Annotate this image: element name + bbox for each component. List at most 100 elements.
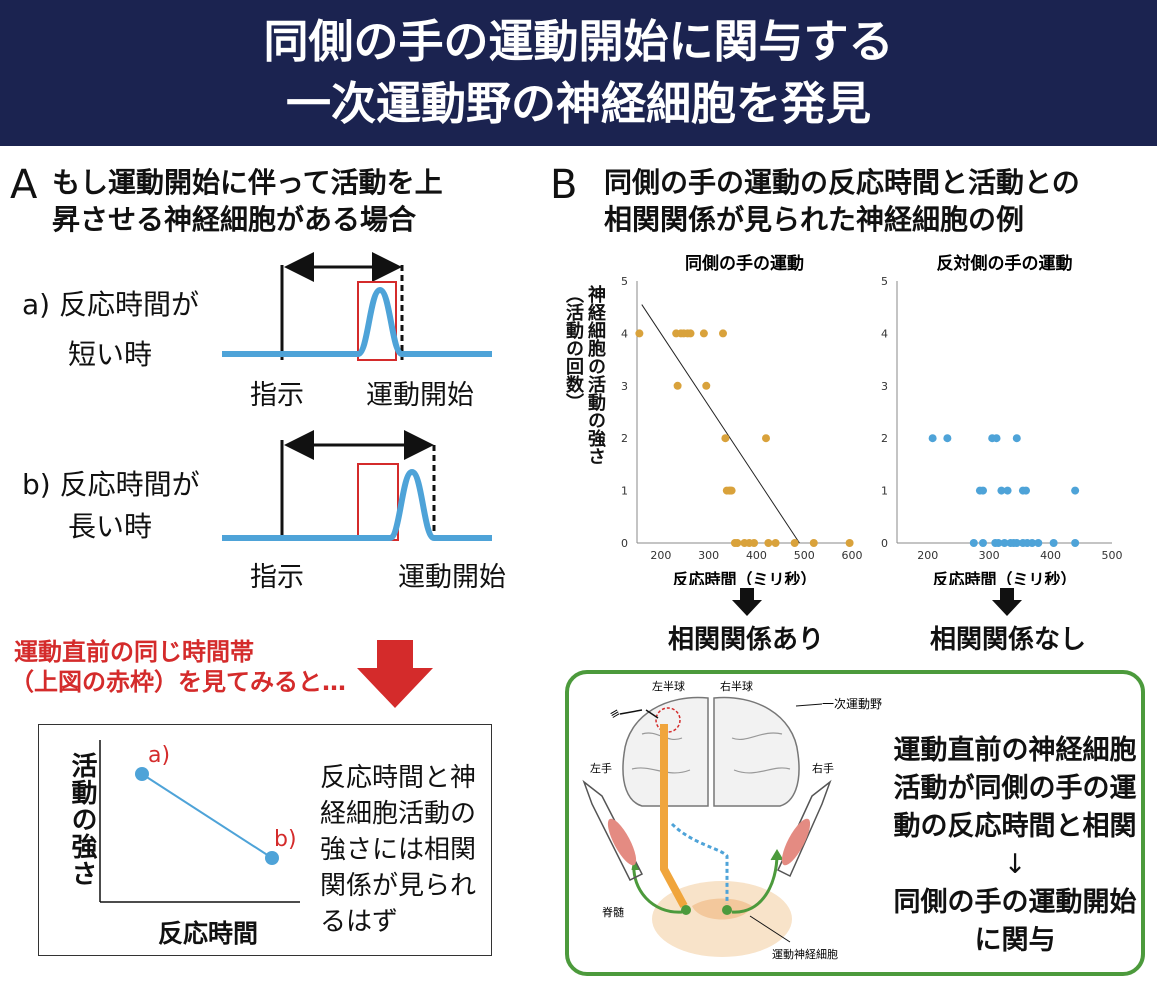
panel-b-heading-line-2: 相関関係が見られた神経細胞の例 bbox=[604, 203, 1025, 236]
stimulus-pointer bbox=[619, 709, 643, 715]
mechanism-conclusion-line: 活動が同側の手の運 bbox=[893, 773, 1137, 804]
activity-trace-a bbox=[222, 286, 492, 357]
right-arm bbox=[777, 779, 832, 878]
title-line-2: 一次運動野の神経細胞を発見 bbox=[285, 77, 871, 130]
data-point bbox=[992, 434, 1001, 443]
data-point bbox=[750, 539, 759, 547]
data-point bbox=[764, 539, 773, 547]
scatter-xlabel: 反応時間（ミリ秒） bbox=[932, 570, 1076, 585]
panel-a-letter: A bbox=[10, 162, 38, 208]
mini-plot-point-a bbox=[135, 767, 149, 781]
mechanism-conclusion: 運動直前の神経細胞 活動が同側の手の運 動の反応時間と相関 ↓ 同側の手の運動開… bbox=[890, 732, 1140, 960]
x-tick-label: 200 bbox=[917, 549, 938, 562]
activity-trace-diagrams bbox=[222, 252, 492, 541]
trace-diagram-b bbox=[222, 430, 492, 541]
brain-shape bbox=[622, 696, 800, 807]
data-point bbox=[845, 539, 854, 547]
mechanism-conclusion-line: 同側の手の運動開始 bbox=[893, 887, 1137, 918]
data-point bbox=[969, 539, 978, 547]
scatter-title: 同側の手の運動 bbox=[685, 253, 804, 274]
left-hand-label: 左手 bbox=[590, 761, 612, 775]
data-point bbox=[762, 434, 770, 443]
ipsilateral-pathway bbox=[660, 724, 688, 908]
y-tick-label: 5 bbox=[881, 275, 888, 288]
hypothesis-conclusion-line: 反応時間と神 bbox=[320, 763, 477, 793]
data-point bbox=[979, 539, 987, 547]
trace-diagram-a bbox=[222, 252, 492, 361]
panel-b-heading-line-1: 同側の手の運動の反応時間と活動との bbox=[604, 166, 1080, 199]
hypothesis-conclusion-line: 関係が見られ bbox=[320, 871, 477, 901]
panel-a-heading-line-2: 昇させる神経細胞がある場合 bbox=[52, 203, 417, 236]
y-tick-label: 1 bbox=[621, 485, 628, 498]
y-tick-label: 1 bbox=[881, 485, 888, 498]
data-point bbox=[943, 434, 952, 443]
data-point bbox=[928, 434, 937, 443]
mini-plot-ylabel: 活動の強さ bbox=[67, 752, 97, 887]
x-tick-label: 600 bbox=[842, 549, 863, 562]
hypothesis-mini-plot: a) b) bbox=[99, 740, 300, 903]
primary-motor-cortex-label: 一次運動野 bbox=[822, 697, 882, 711]
data-point bbox=[702, 381, 711, 390]
red-frame-a bbox=[357, 281, 397, 361]
stimulus-icon: ≡ bbox=[607, 705, 623, 722]
case-a-label-line-2: 短い時 bbox=[68, 338, 153, 371]
spinal-gray-matter bbox=[692, 898, 752, 920]
activity-trace-b bbox=[222, 468, 492, 541]
nerve-to-left-hand bbox=[632, 863, 683, 914]
data-point bbox=[790, 539, 799, 547]
scatter-xlabel: 反応時間（ミリ秒） bbox=[672, 570, 816, 585]
hypothesis-conclusion: 反応時間と神 経細胞活動の 強さには相関 関係が見られ るはず bbox=[320, 760, 476, 940]
right-hemisphere-label: 右半球 bbox=[720, 679, 753, 693]
panel-a-heading-line-1: もし運動開始に伴って活動を上 bbox=[52, 166, 443, 199]
data-point bbox=[721, 434, 730, 443]
data-point bbox=[1028, 539, 1037, 547]
title-line-1: 同側の手の運動開始に関与する bbox=[263, 15, 894, 68]
x-tick-label: 500 bbox=[1102, 549, 1123, 562]
case-b-label-line-1: b) 反応時間が bbox=[22, 468, 200, 501]
data-point bbox=[1012, 434, 1021, 443]
y-tick-label: 2 bbox=[881, 432, 888, 445]
mini-plot-xlabel: 反応時間 bbox=[158, 919, 259, 948]
left-arm bbox=[582, 779, 644, 882]
x-tick-label: 300 bbox=[979, 549, 1000, 562]
y-tick-label: 2 bbox=[621, 432, 628, 445]
result-not-correlated: 相関関係なし bbox=[930, 625, 1087, 655]
mechanism-conclusion-line: 動の反応時間と相関 bbox=[893, 811, 1137, 842]
data-point bbox=[1071, 539, 1080, 547]
data-point bbox=[1012, 539, 1021, 547]
data-point bbox=[719, 329, 727, 338]
mini-plot-label-b: b) bbox=[274, 827, 297, 852]
x-tick-label: 400 bbox=[1040, 549, 1061, 562]
motor-neuron-label: 運動神経細胞 bbox=[772, 947, 838, 961]
scatter-ylabel: 神経細胞の活動の強さ （活動の回数） bbox=[562, 285, 606, 465]
scatter-ylabel-line-1: 神経細胞の活動の強さ bbox=[585, 285, 606, 465]
data-point bbox=[673, 381, 682, 390]
y-tick-label: 5 bbox=[621, 275, 628, 288]
x-tick-label: 200 bbox=[650, 549, 671, 562]
motor-neuron-left bbox=[681, 905, 691, 915]
left-hemisphere-label: 左半球 bbox=[652, 679, 685, 693]
onset-label-b: 運動開始 bbox=[398, 562, 506, 593]
data-point bbox=[1049, 539, 1058, 547]
result-correlated: 相関関係あり bbox=[668, 625, 825, 655]
x-tick-label: 300 bbox=[698, 549, 719, 562]
panel-b-letter: B bbox=[550, 162, 578, 208]
mechanism-box bbox=[565, 670, 1145, 976]
instruction-label-b: 指示 bbox=[250, 562, 304, 593]
case-a-label-line-1: a) 反応時間が bbox=[22, 288, 199, 321]
case-b-label-line-2: 長い時 bbox=[68, 510, 153, 543]
red-note-line-1: 運動直前の同じ時間帯 bbox=[14, 638, 254, 666]
data-point bbox=[686, 329, 695, 338]
x-tick-label: 500 bbox=[794, 549, 815, 562]
hypothesis-conclusion-line: 強さには相関 bbox=[320, 835, 477, 865]
data-point bbox=[994, 539, 1003, 547]
y-tick-label: 3 bbox=[881, 380, 888, 393]
brain-spinal-diagram: 左半球 右半球 一次運動野 左手 右手 脊髄 運動神経細胞 ≡ bbox=[582, 679, 882, 961]
hypothesis-conclusion-line: るはず bbox=[320, 907, 399, 937]
motor-neuron-right bbox=[722, 905, 732, 915]
contralateral-pathway bbox=[670, 822, 729, 904]
hypothesis-conclusion-line: 経細胞活動の bbox=[320, 799, 477, 829]
data-point bbox=[1000, 539, 1009, 547]
